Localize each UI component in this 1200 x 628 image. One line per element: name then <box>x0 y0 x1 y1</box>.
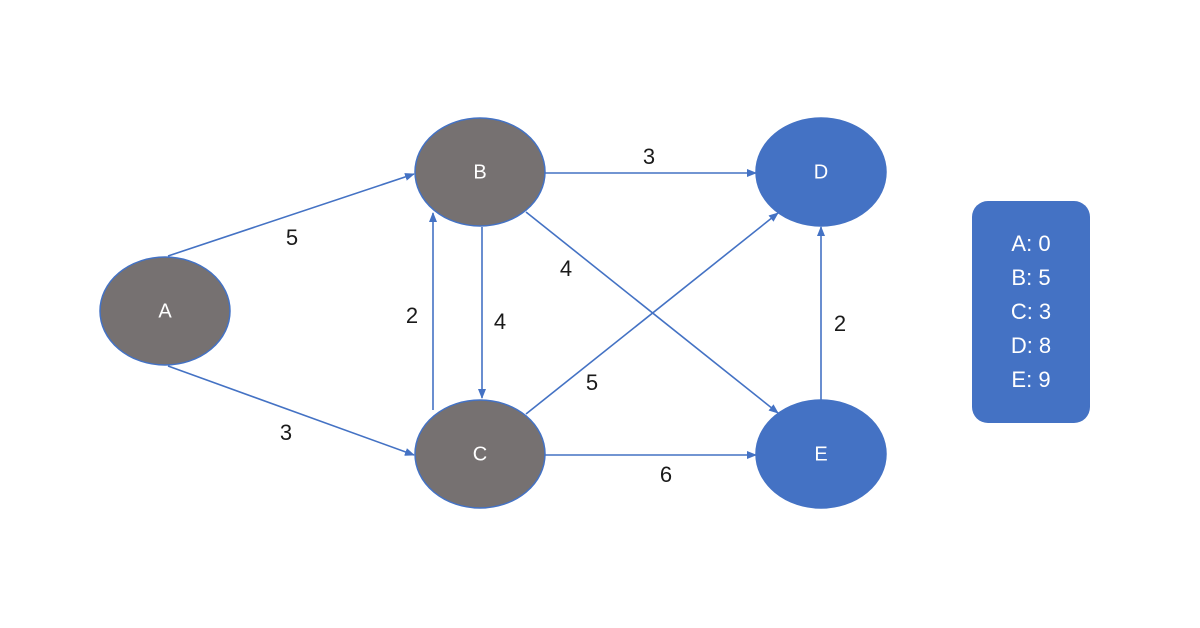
node-b: B <box>414 117 546 227</box>
distance-table: A: 0 B: 5 C: 3 D: 8 E: 9 <box>972 201 1090 423</box>
edge-weight-b-e: 4 <box>560 256 572 281</box>
node-e: E <box>755 399 887 509</box>
node-a: A <box>99 256 231 366</box>
node-e-label: E <box>814 443 827 465</box>
node-c: C <box>414 399 546 509</box>
distance-d: D: 8 <box>1010 333 1052 358</box>
distance-e: E: 9 <box>1011 367 1051 392</box>
edge-a-b <box>167 173 415 257</box>
edge-weight-b-c: 4 <box>494 309 506 334</box>
distance-c: C: 3 <box>1010 299 1052 324</box>
node-e-shape <box>755 399 887 509</box>
edge-weight-b-d: 3 <box>643 144 655 169</box>
node-c-label: C <box>473 443 487 465</box>
node-a-label: A <box>158 300 172 322</box>
distance-b: B: 5 <box>1011 265 1051 290</box>
edge-a-c <box>167 365 415 456</box>
edge-weight-a-c: 3 <box>280 420 292 445</box>
node-b-shape <box>414 117 546 227</box>
node-d: D <box>755 117 887 227</box>
edge-weight-a-b: 5 <box>286 225 298 250</box>
distance-a: A: 0 <box>1011 231 1051 256</box>
node-d-shape <box>755 117 887 227</box>
node-b-label: B <box>473 161 486 183</box>
node-c-shape <box>414 399 546 509</box>
edge-weight-c-d: 5 <box>586 370 598 395</box>
edge-weight-c-e: 6 <box>660 462 672 487</box>
edge-weight-e-d: 2 <box>834 311 846 336</box>
node-d-label: D <box>814 161 828 183</box>
edge-c-d <box>525 212 779 415</box>
node-a-shape <box>99 256 231 366</box>
edge-weight-c-b: 2 <box>406 303 418 328</box>
